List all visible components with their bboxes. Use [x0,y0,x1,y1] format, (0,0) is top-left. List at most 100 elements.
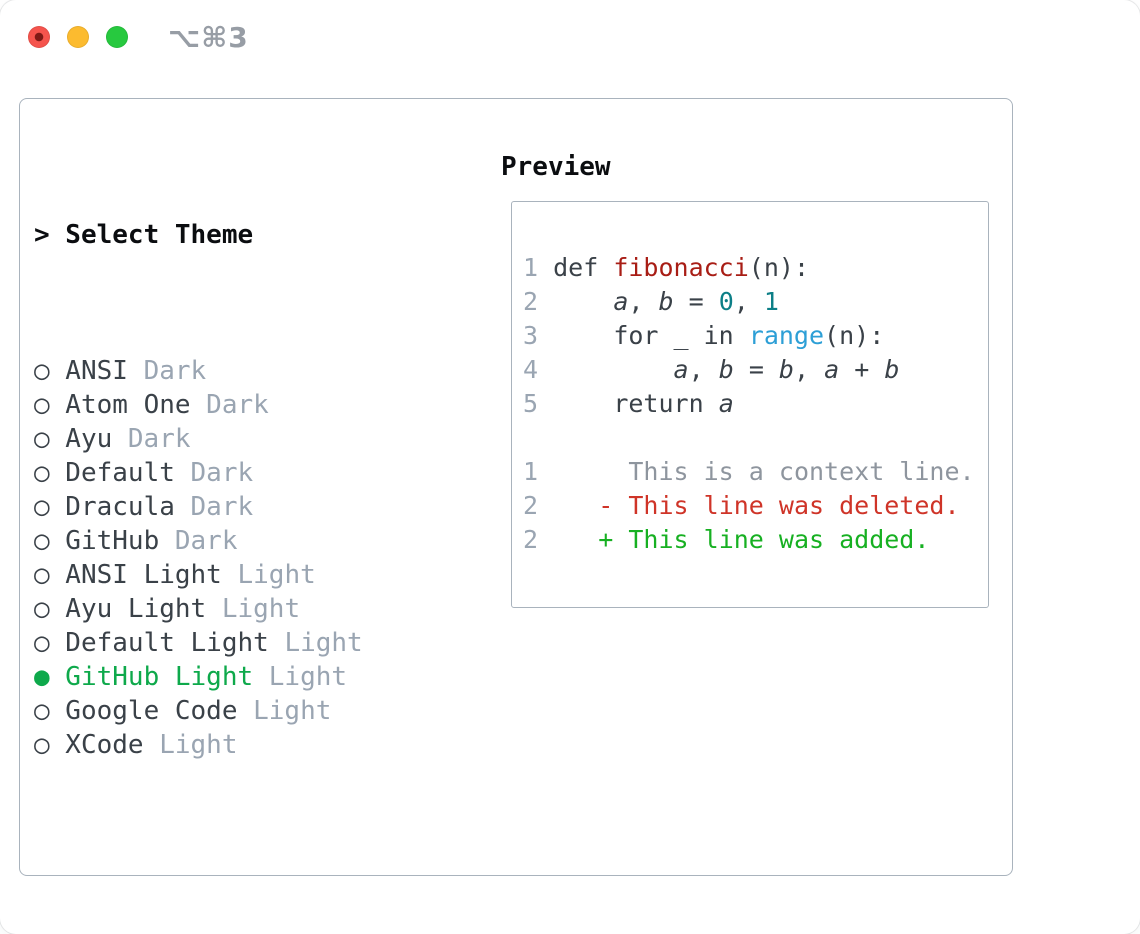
option-label: Default [65,458,175,488]
theme-option[interactable]: ○ Default Dark [34,456,472,490]
keyboard-shortcut-label: ⌥⌘3 [168,21,249,54]
traffic-light-minimize-button[interactable] [67,26,89,48]
code-line: 1 This is a context line. [523,455,988,489]
radio-unselected-icon: ○ [34,424,50,454]
code-token: This is a context line. [628,457,975,486]
radio-unselected-icon: ○ [34,696,50,726]
code-token: 1 [763,287,779,316]
code-token: b [718,355,734,384]
code-line: 2 a, b = 0, 1 [523,285,988,319]
variant-tag: Light [268,662,348,692]
radio-unselected-icon: ○ [34,628,50,658]
theme-option[interactable]: ○ Ayu Dark [34,422,472,456]
code-token [538,457,628,486]
code-token: b [884,355,900,384]
code-token: (n): [824,321,885,350]
variant-tag: Light [221,594,301,624]
variant-tag: Dark [174,526,238,556]
code-token: , [733,287,764,316]
option-label: ANSI [65,356,128,386]
traffic-light-close-button[interactable] [28,26,50,48]
focus-caret-icon: > [34,220,50,250]
option-label: GitHub Light [65,662,254,692]
variant-tag: Dark [190,492,254,522]
variant-tag: Dark [127,424,191,454]
code-token: = [733,355,779,384]
spacer [34,864,472,898]
code-token: 5 [523,389,539,418]
option-label: XCode [65,730,144,760]
variant-tag: Light [284,628,363,658]
code-token: 2 [523,525,539,554]
theme-option[interactable]: ○ ANSI Light Light [34,558,472,592]
option-label: ANSI Light [65,560,222,590]
variant-tag: Dark [190,458,254,488]
radio-unselected-icon: ○ [34,458,50,488]
variant-tag: Light [159,730,238,760]
code-token [538,525,598,554]
code-token: 1 [523,253,539,282]
option-label: Dracula [65,492,175,522]
code-token [538,287,613,316]
variant-tag: Dark [143,356,207,386]
code-token: b [778,355,794,384]
code-line: 2 - This line was deleted. [523,489,988,523]
code-line: 1 def fibonacci(n): [523,251,988,285]
radio-unselected-icon: ○ [34,390,50,420]
code-token: for _ in [538,321,749,350]
code-line [523,421,988,455]
code-line: 3 for _ in range(n): [523,319,988,353]
theme-option[interactable]: ○ Atom One Dark [34,388,472,422]
titlebar: ⌥⌘3 [0,0,1140,74]
code-token: + This line was added. [598,525,930,554]
option-label: Default Light [65,628,269,658]
theme-option[interactable]: ○ Default Light Light [34,626,472,660]
code-token: fibonacci [613,253,749,282]
option-label: Atom One [65,390,191,420]
variant-tag: Dark [206,390,269,420]
select-theme-header: > Select Theme [34,218,472,252]
theme-option[interactable]: ○ Google Code Light [34,694,472,728]
radio-unselected-icon: ○ [34,560,50,590]
theme-option[interactable]: ○ ANSI Dark [34,354,472,388]
code-line: 4 a, b = b, a + b [523,353,988,387]
preview-header: Preview [501,152,611,182]
code-token: 1 [523,457,539,486]
code-token: + [839,355,885,384]
code-line: 5 return a [523,387,988,421]
code-token: 4 [523,355,539,384]
code-token: a [718,389,734,418]
code-token [538,491,598,520]
code-token: = [673,287,719,316]
option-label: Ayu Light [65,594,207,624]
option-label: Ayu [65,424,113,454]
code-token: def [538,253,614,282]
code-line: 2 + This line was added. [523,523,988,557]
code-token: , [793,355,825,384]
radio-unselected-icon: ○ [34,356,50,386]
code-token: a [673,355,689,384]
code-token: range [748,321,825,350]
code-token: b [658,287,674,316]
traffic-light-zoom-button[interactable] [106,26,128,48]
code-token: - This line was deleted. [598,491,960,520]
code-token: , [628,287,659,316]
option-label: Google Code [65,696,238,726]
select-theme-header-label: Select Theme [65,220,254,250]
variant-tag: Light [253,696,332,726]
variant-tag: Light [237,560,316,590]
code-token: a [613,287,629,316]
code-token [538,355,673,384]
code-token: a [824,355,840,384]
option-label: GitHub [65,526,160,556]
